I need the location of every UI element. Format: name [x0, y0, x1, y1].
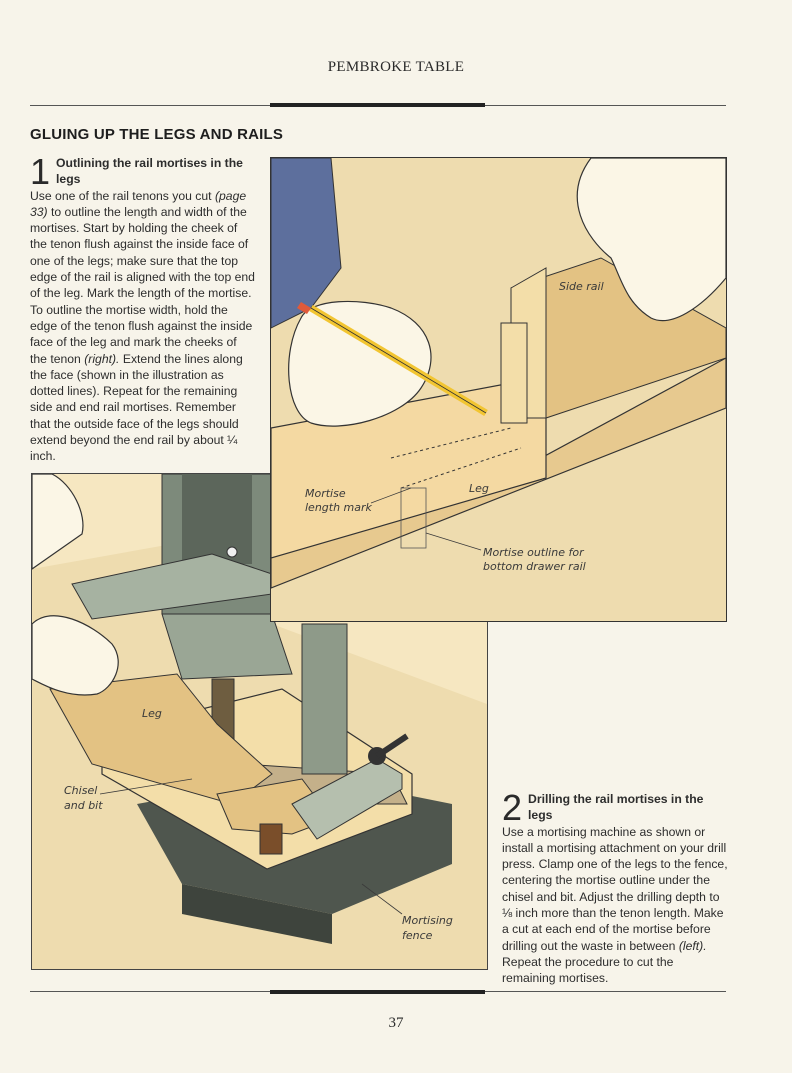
- step-2-text-a: Use a mortising machine as shown or inst…: [502, 824, 728, 953]
- step-1-text-a: Use one of the rail tenons you cut: [30, 188, 215, 203]
- illustration-outlining-mortises: Side rail Leg Mortise length mark Mortis…: [270, 157, 727, 622]
- running-header: PEMBROKE TABLE: [327, 59, 465, 75]
- step-1-heading: Outlining the rail mortises in the legs: [56, 156, 243, 187]
- step-2: 2 Drilling the rail mortises in the legs…: [502, 787, 728, 987]
- step-1-page-ref: (page 33): [30, 188, 247, 219]
- label-chisel-2: and bit: [64, 799, 103, 812]
- label-side-rail: Side rail: [559, 280, 604, 293]
- mortising-machine-drawing: Leg Chisel and bit Mortising fence: [32, 474, 487, 969]
- step-2-heading: Drilling the rail mortises in the legs: [528, 792, 704, 823]
- label-mortise-outline-1: Mortise outline for: [483, 546, 585, 559]
- label-fence-1: Mortising: [402, 914, 453, 927]
- footer-rule-accent: [270, 990, 485, 994]
- label-chisel-1: Chisel: [64, 784, 97, 797]
- step-1-text-c: Extend the lines along the face (shown i…: [30, 351, 243, 464]
- step-2-text-b: Repeat the procedure to cut the remainin…: [502, 954, 674, 986]
- step-2-left-ref: (left).: [678, 938, 707, 953]
- step-1-text-b: to outline the length and width of the m…: [30, 204, 255, 366]
- outlining-mortises-drawing: Side rail Leg Mortise length mark Mortis…: [271, 158, 726, 621]
- header-rule-accent: [270, 103, 485, 107]
- label-leg-bottom: Leg: [142, 707, 162, 720]
- label-fence-2: fence: [402, 929, 433, 942]
- step-1-number: 1: [30, 151, 51, 192]
- step-2-number: 2: [502, 787, 523, 828]
- label-mortise-length-1: Mortise: [305, 487, 346, 500]
- label-mortise-outline-2: bottom drawer rail: [483, 560, 586, 573]
- section-title: GLUING UP THE LEGS AND RAILS: [30, 126, 284, 143]
- label-leg-top: Leg: [469, 482, 489, 495]
- illustration-mortising-machine: Leg Chisel and bit Mortising fence: [31, 473, 488, 970]
- step-1: 1 Outlining the rail mortises in the leg…: [30, 151, 256, 465]
- label-mortise-length-2: length mark: [305, 501, 373, 514]
- step-1-right-ref: (right).: [84, 351, 120, 366]
- page-number: 37: [388, 1015, 404, 1031]
